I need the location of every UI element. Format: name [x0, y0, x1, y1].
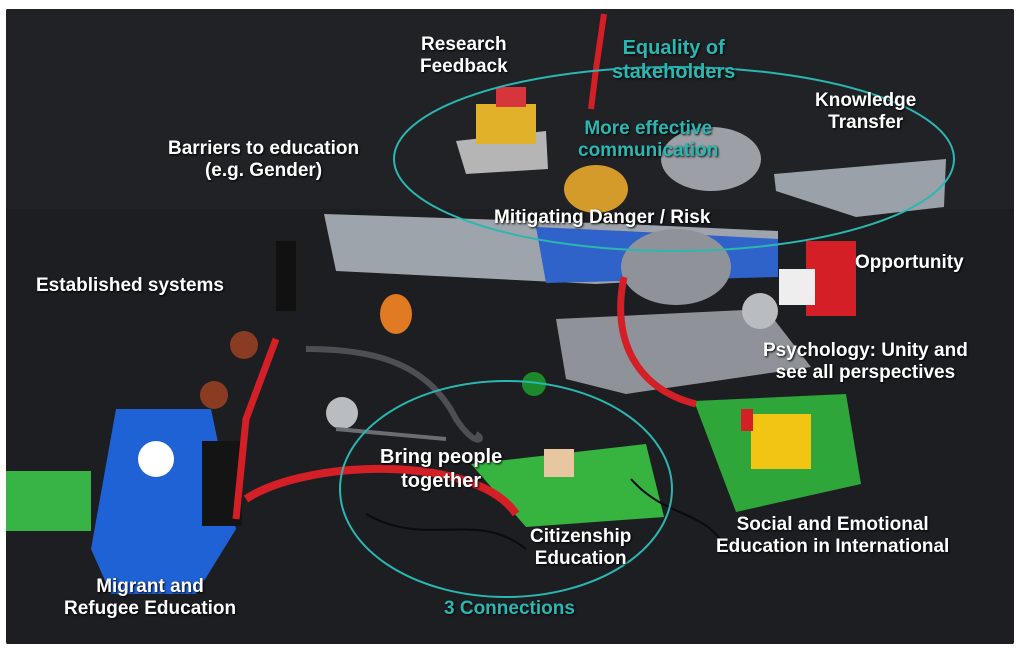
label-three-connections: 3 Connections — [444, 598, 575, 619]
label-opportunity: Opportunity — [855, 252, 964, 273]
label-migrant-refugee: Migrant and Refugee Education — [64, 576, 237, 619]
gear-right — [742, 293, 778, 329]
label-more-effective-communication: More effective communication — [578, 118, 719, 161]
elephant-top — [661, 127, 761, 191]
gear-left — [326, 397, 358, 429]
research-bricks — [476, 104, 536, 144]
label-psychology: Psychology: Unity and see all perspectiv… — [763, 340, 968, 383]
label-research-feedback: Research Feedback — [420, 34, 508, 77]
label-established-systems: Established systems — [36, 275, 224, 296]
label-equality-of-stakeholders: Equality of stakeholders — [612, 37, 736, 83]
label-mitigating-danger: Mitigating Danger / Risk — [494, 207, 711, 228]
lion — [564, 165, 628, 213]
label-barriers-to-education: Barriers to education (e.g. Gender) — [168, 138, 360, 181]
citizenship-plate — [471, 444, 664, 527]
red-tube-right — [617, 276, 697, 408]
red-tube-bottom — [243, 465, 520, 517]
red-tube-top — [588, 13, 607, 110]
blue-boat — [91, 409, 236, 594]
lego-model-photo — [6, 9, 1014, 644]
black-tower — [276, 241, 296, 311]
label-bring-people-together: Bring people together — [380, 446, 503, 492]
elephant-middle — [621, 229, 731, 305]
left-green-plate — [6, 471, 91, 531]
ellipse-bottom — [339, 380, 673, 598]
lego-scene — [6, 9, 1014, 644]
knowledge-transfer-plate — [774, 159, 946, 217]
ellipse-top — [393, 66, 955, 252]
tiger — [380, 294, 412, 334]
red-tube-left — [232, 337, 280, 520]
label-citizenship-education: Citizenship Education — [530, 526, 632, 569]
brown-brick-2 — [200, 381, 228, 409]
label-social-emotional: Social and Emotional Education in Intern… — [716, 514, 950, 557]
brown-brick-1 — [230, 331, 258, 359]
label-knowledge-transfer: Knowledge Transfer — [815, 90, 917, 133]
